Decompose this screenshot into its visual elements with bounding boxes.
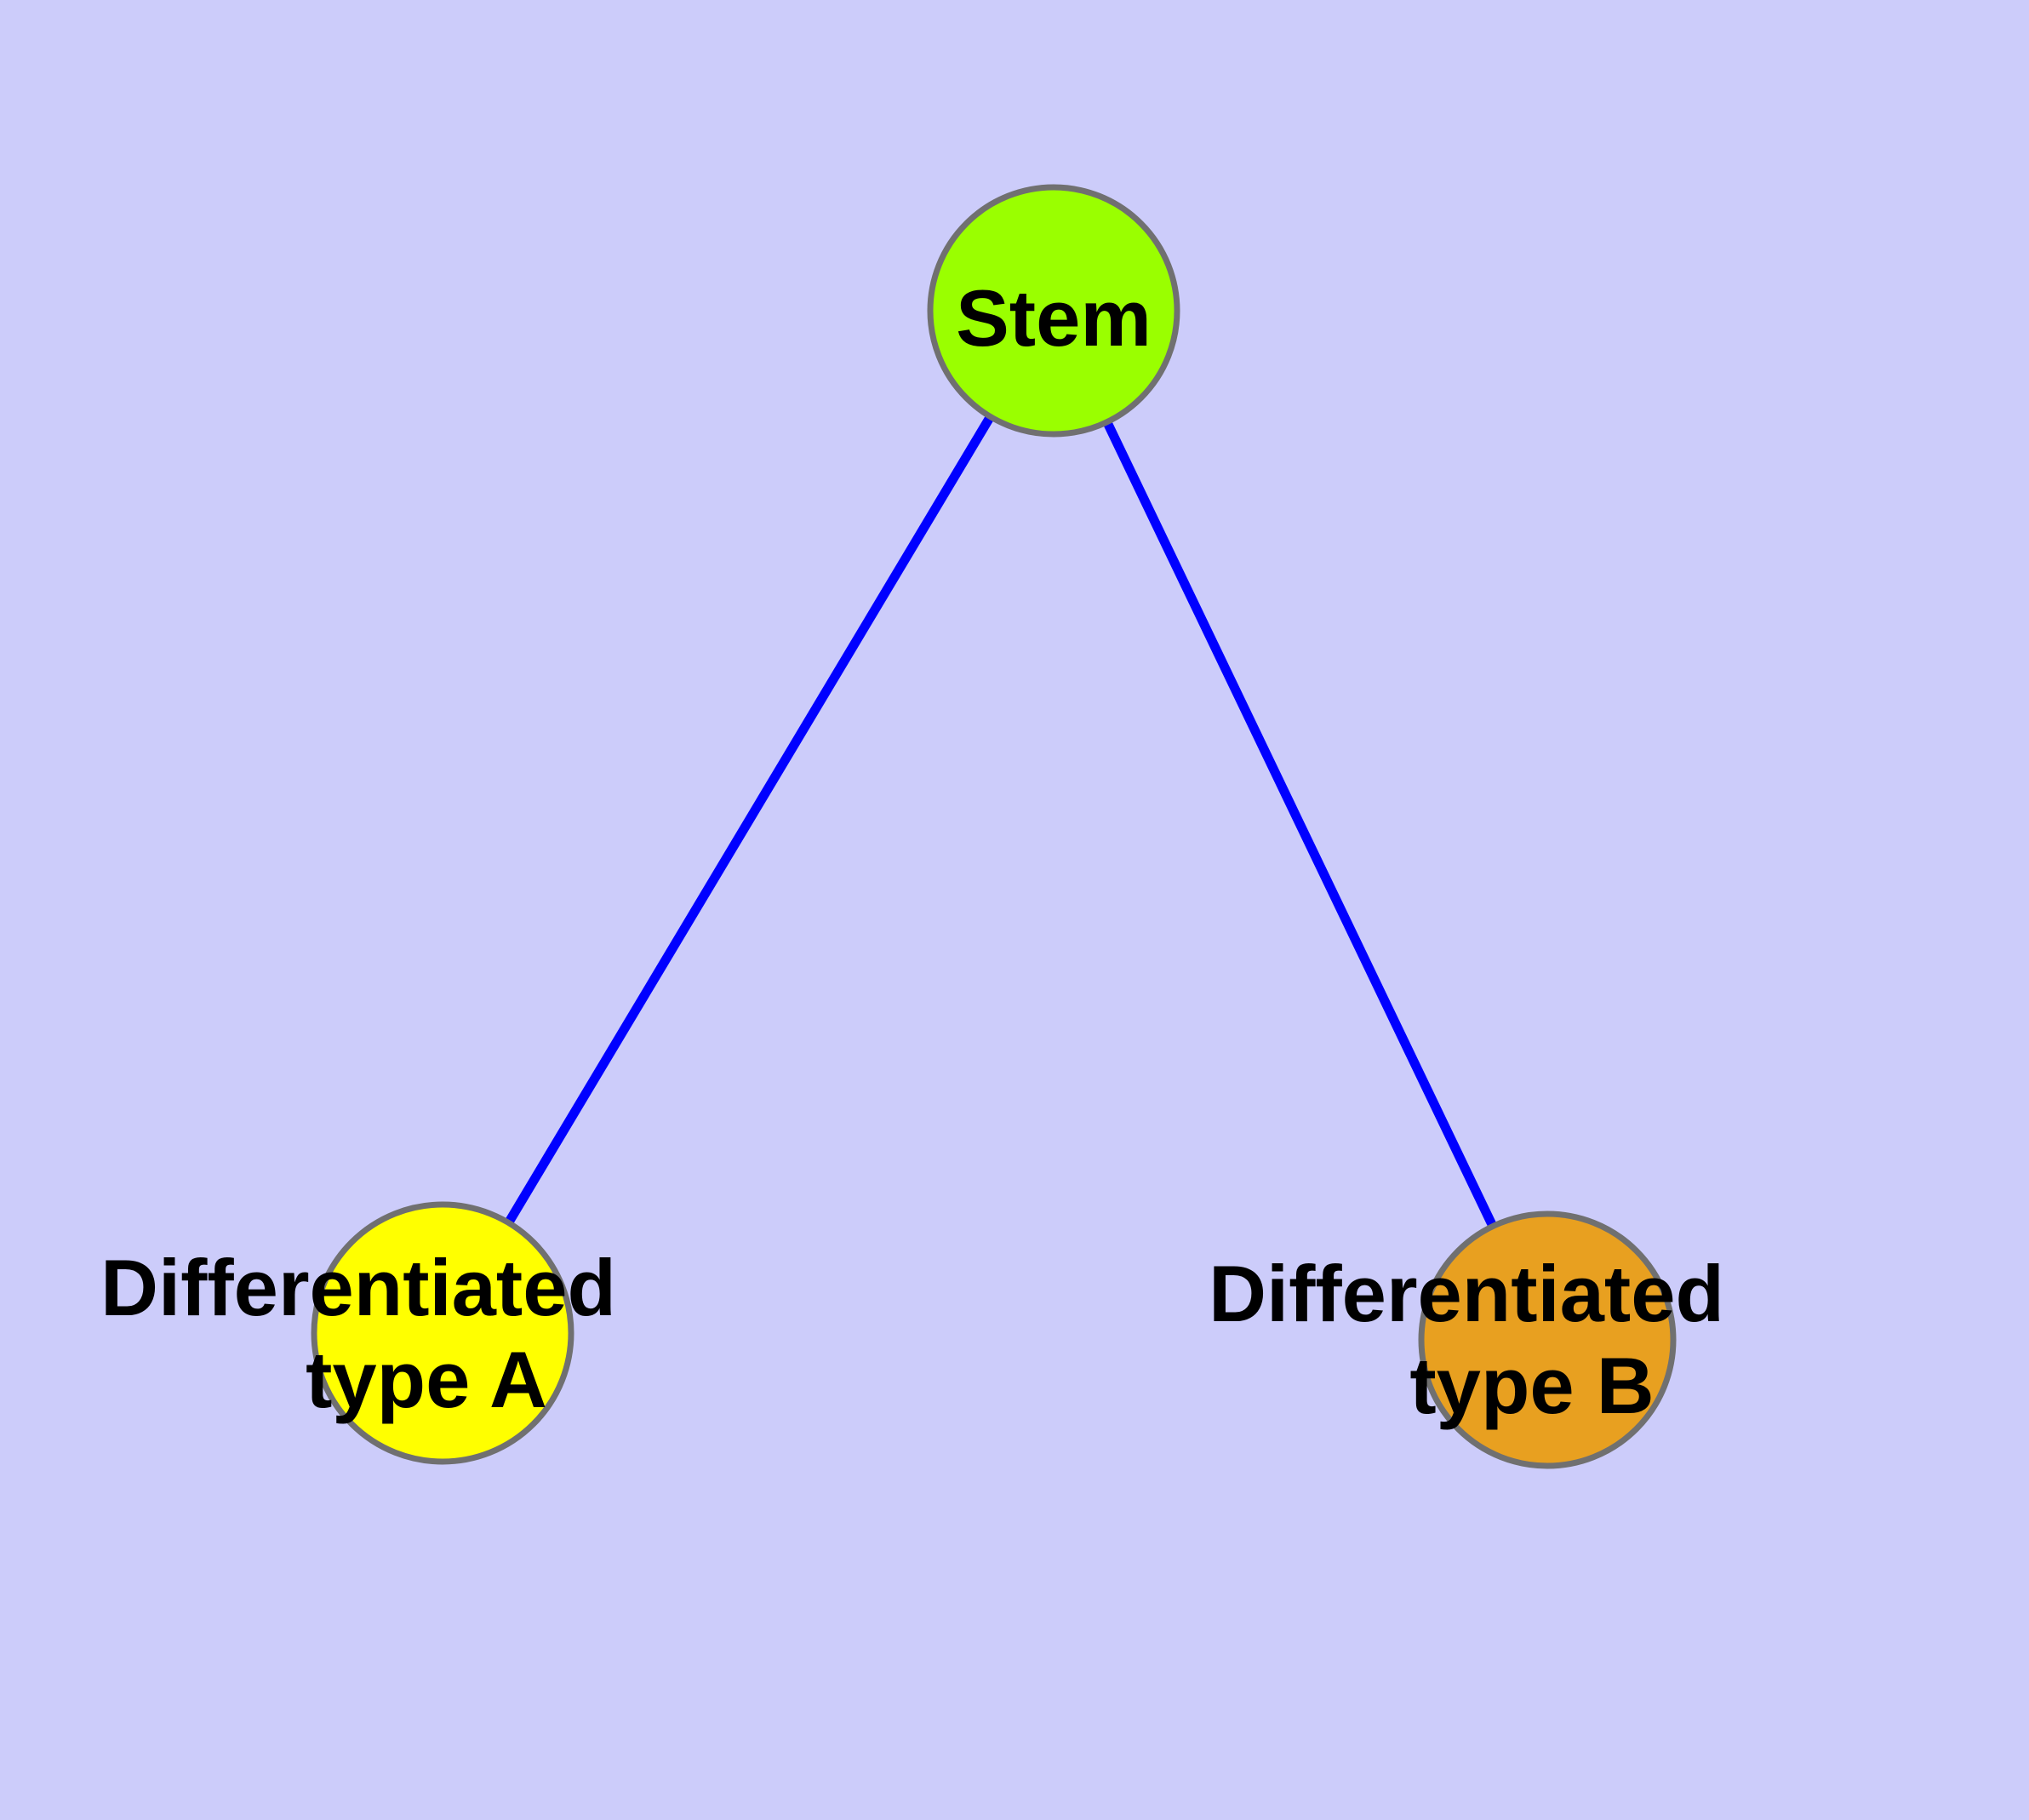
edge-layer — [438, 308, 1552, 1342]
edge-stem-to-diff-b[interactable] — [1049, 308, 1552, 1342]
node-stem[interactable] — [927, 184, 1180, 438]
node-diff-a[interactable] — [311, 1201, 574, 1465]
node-label-diff-a-line-1: Differentiated — [100, 1243, 616, 1332]
node-label-diff-b-line-2: type B — [1409, 1341, 1654, 1430]
node-label-diff-b-line-1: Differentiated — [1209, 1249, 1724, 1338]
node-circle-diff-b[interactable] — [1418, 1210, 1677, 1469]
node-circle-stem[interactable] — [927, 184, 1180, 438]
label-layer: Stem Differentiated type A Differentiate… — [100, 273, 1724, 1430]
node-circle-diff-a[interactable] — [311, 1201, 574, 1465]
node-label-diff-a-line-2: type A — [306, 1335, 547, 1424]
node-label-stem-line-1: Stem — [956, 273, 1152, 363]
node-diff-b[interactable] — [1418, 1210, 1677, 1469]
edge-stem-to-diff-a[interactable] — [438, 308, 1058, 1336]
